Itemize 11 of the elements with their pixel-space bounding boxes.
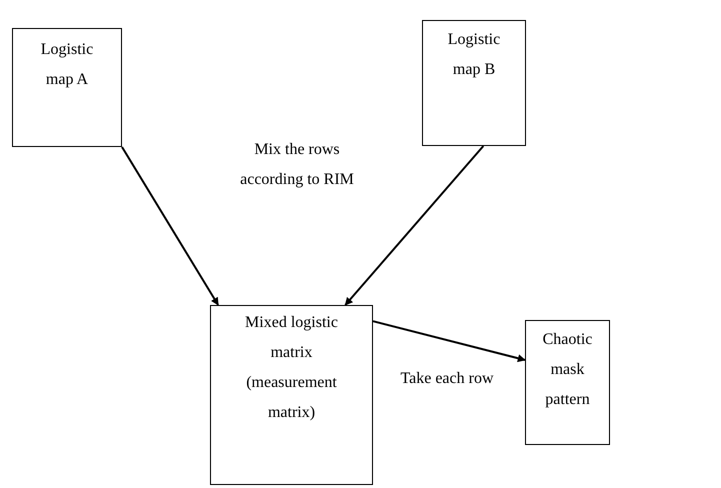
box-label: Logistic map A	[40, 40, 94, 90]
box-label: Chaotic mask pattern	[542, 330, 594, 410]
arrow	[121, 146, 219, 306]
process-box	[422, 20, 526, 146]
arrow	[344, 145, 484, 306]
process-box	[210, 305, 373, 485]
arrow	[372, 320, 526, 362]
process-box	[525, 320, 610, 445]
box-label: Mixed logistic matrix (measurement matrix)	[244, 313, 339, 423]
box-label: Logistic map B	[446, 30, 502, 80]
process-box	[12, 28, 122, 147]
